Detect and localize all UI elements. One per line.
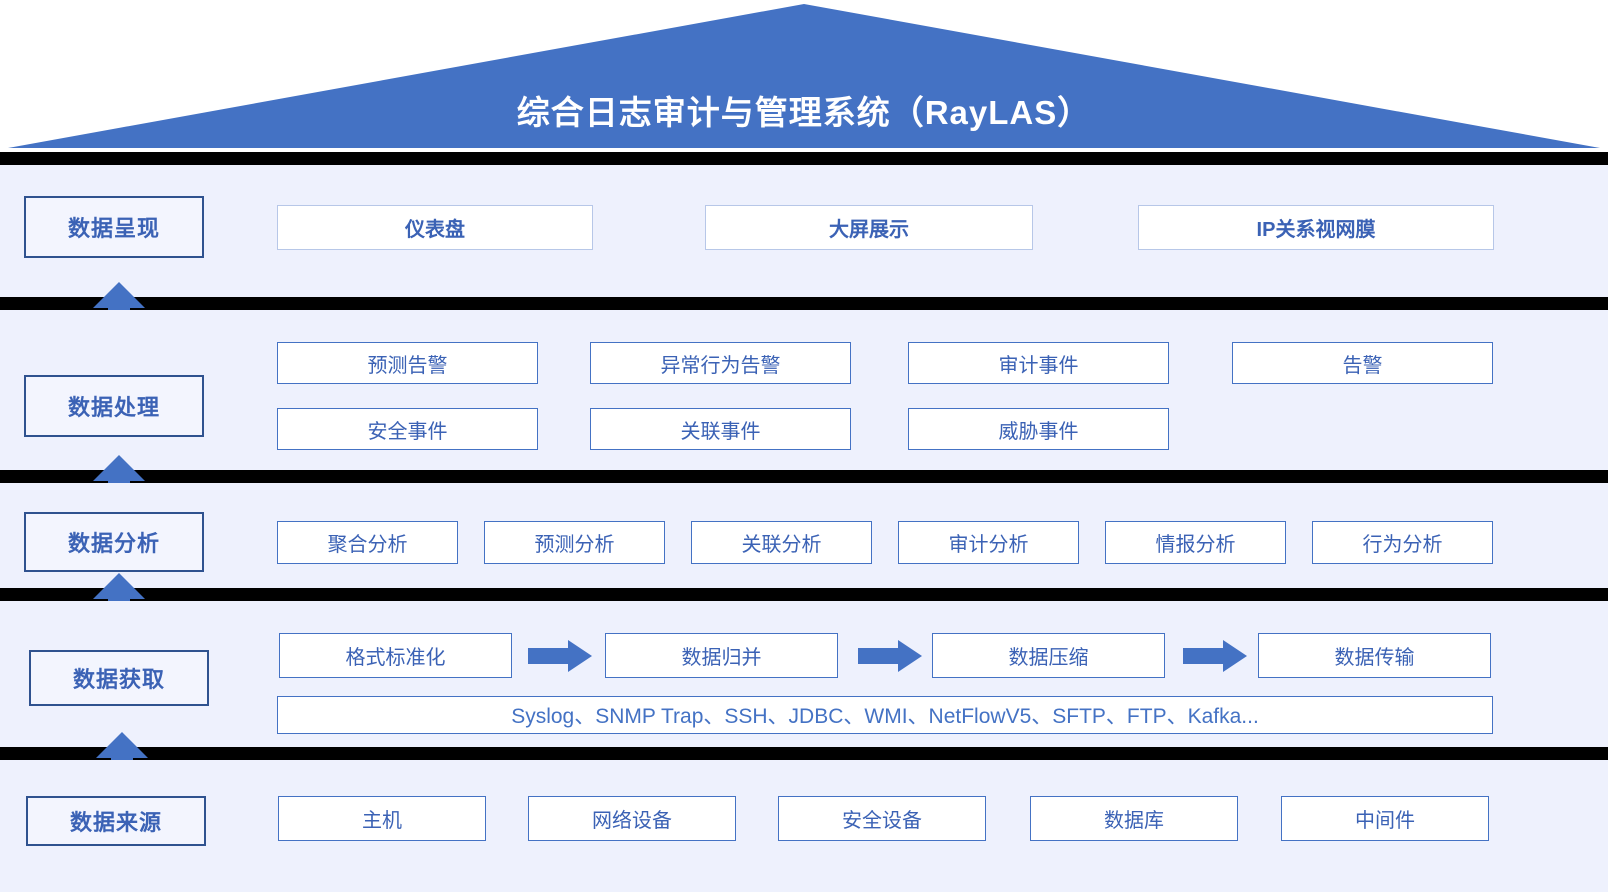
layer-label-sources[interactable]: 数据来源 xyxy=(26,796,206,846)
box-correlation-event[interactable]: 关联事件 xyxy=(590,408,851,450)
box-predictive-analysis[interactable]: 预测分析 xyxy=(484,521,665,564)
system-title: 综合日志审计与管理系统（RayLAS） xyxy=(516,94,1092,131)
box-aggregation-analysis[interactable]: 聚合分析 xyxy=(277,521,458,564)
box-security-event[interactable]: 安全事件 xyxy=(277,408,538,450)
box-data-transmission[interactable]: 数据传输 xyxy=(1258,633,1491,678)
layer-label-presentation[interactable]: 数据呈现 xyxy=(24,196,204,258)
layer-label-processing[interactable]: 数据处理 xyxy=(24,375,204,437)
box-source-host[interactable]: 主机 xyxy=(278,796,486,841)
box-source-database[interactable]: 数据库 xyxy=(1030,796,1238,841)
box-behavior-analysis[interactable]: 行为分析 xyxy=(1312,521,1493,564)
divider-3 xyxy=(0,588,1608,601)
arrow-right-1 xyxy=(528,640,592,672)
box-big-screen[interactable]: 大屏展示 xyxy=(705,205,1033,250)
box-alarm[interactable]: 告警 xyxy=(1232,342,1493,384)
layer-label-acquisition[interactable]: 数据获取 xyxy=(29,650,209,706)
box-protocol-list[interactable]: Syslog、SNMP Trap、SSH、JDBC、WMI、NetFlowV5、… xyxy=(277,696,1493,734)
box-data-compression[interactable]: 数据压缩 xyxy=(932,633,1165,678)
divider-1 xyxy=(0,297,1608,310)
box-abnormal-behavior-alarm[interactable]: 异常行为告警 xyxy=(590,342,851,384)
box-source-middleware[interactable]: 中间件 xyxy=(1281,796,1489,841)
box-source-security-device[interactable]: 安全设备 xyxy=(778,796,986,841)
box-intelligence-analysis[interactable]: 情报分析 xyxy=(1105,521,1286,564)
layer-label-analysis[interactable]: 数据分析 xyxy=(24,512,204,572)
box-predictive-alarm[interactable]: 预测告警 xyxy=(277,342,538,384)
box-source-network-device[interactable]: 网络设备 xyxy=(528,796,736,841)
divider-roof xyxy=(0,152,1608,165)
box-ip-relation-retina[interactable]: IP关系视网膜 xyxy=(1138,205,1494,250)
box-audit-event[interactable]: 审计事件 xyxy=(908,342,1169,384)
arrow-right-3 xyxy=(1183,640,1247,672)
divider-4 xyxy=(0,747,1608,760)
box-audit-analysis[interactable]: 审计分析 xyxy=(898,521,1079,564)
divider-2 xyxy=(0,470,1608,483)
box-format-standardization[interactable]: 格式标准化 xyxy=(279,633,512,678)
box-dashboard[interactable]: 仪表盘 xyxy=(277,205,593,250)
roof-banner: 综合日志审计与管理系统（RayLAS） xyxy=(0,0,1608,160)
box-correlation-analysis[interactable]: 关联分析 xyxy=(691,521,872,564)
box-threat-event[interactable]: 威胁事件 xyxy=(908,408,1169,450)
arrow-right-2 xyxy=(858,640,922,672)
box-data-merge[interactable]: 数据归并 xyxy=(605,633,838,678)
roof-triangle-icon xyxy=(8,4,1600,148)
